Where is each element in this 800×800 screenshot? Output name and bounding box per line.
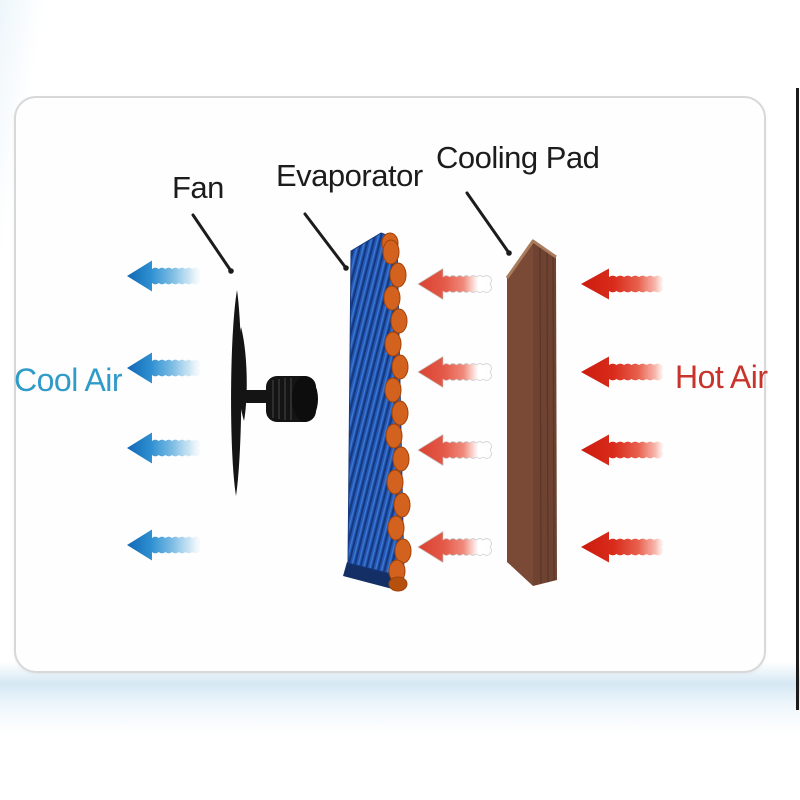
fan-label: Fan	[172, 170, 224, 205]
cool-air-arrow-icon	[127, 432, 201, 464]
fan-illustration	[231, 290, 318, 496]
cooling-pad-grain	[539, 247, 555, 584]
label-leader-lines	[191, 191, 512, 274]
evaporator-leader-dot	[343, 265, 349, 271]
cool-air-label: Cool Air	[14, 362, 123, 398]
background-blue-wash	[0, 662, 800, 734]
hot-air-inner-arrow-icon	[417, 434, 492, 466]
cooling-pad-side-face	[533, 241, 557, 586]
evaporator-illustration	[343, 232, 412, 592]
cooling-pad-label: Cooling Pad	[436, 140, 600, 175]
cooling-pad-leader-dot	[506, 250, 512, 256]
hot-air-arrows-inner	[417, 268, 492, 563]
hot-air-label: Hot Air	[675, 359, 768, 395]
fan-blade-rear	[231, 290, 242, 496]
fan-blade-front	[237, 327, 247, 421]
cooling-pad-front-face	[507, 241, 533, 586]
cooling-pad-illustration	[505, 239, 557, 586]
fan-leader-dot	[228, 268, 234, 274]
evaporator-coil-edge	[381, 232, 412, 592]
hot-air-inner-arrow-icon	[417, 356, 492, 388]
cooling-pad-leader-line	[465, 191, 511, 255]
video-frame-edge-line	[796, 88, 799, 710]
cool-air-arrows	[127, 260, 201, 561]
cool-air-arrow-icon	[127, 260, 201, 292]
evaporator-leader-line	[303, 212, 348, 270]
hot-air-outer-arrow-icon	[581, 434, 664, 466]
hot-air-outer-arrow-icon	[581, 268, 664, 300]
fan-leader-line	[191, 213, 233, 273]
cool-air-arrow-icon	[127, 529, 201, 561]
hot-air-inner-arrow-icon	[417, 268, 492, 300]
fan-motor-ribs	[272, 378, 292, 420]
cooling-pad-top-bevel	[505, 239, 557, 279]
evaporator-label: Evaporator	[276, 158, 423, 193]
hot-air-outer-arrow-icon	[581, 356, 664, 388]
hot-air-inner-arrow-icon	[417, 531, 492, 563]
hot-air-arrows-outer	[581, 268, 664, 563]
fan-motor-cap	[292, 376, 318, 422]
hot-air-outer-arrow-icon	[581, 531, 664, 563]
cool-air-arrow-icon	[127, 352, 201, 384]
